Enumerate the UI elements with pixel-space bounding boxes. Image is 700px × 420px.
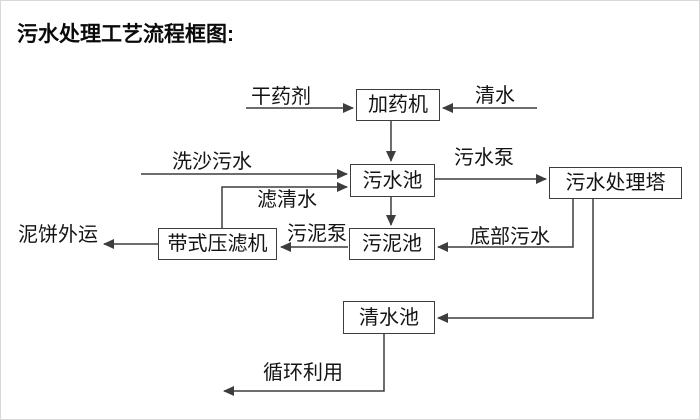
arrow-filtered-water-to-sewage-pool — [221, 182, 348, 228]
label-sewage-pump: 污水泵 — [454, 147, 514, 169]
label-sludge-pump: 污泥泵 — [287, 223, 347, 245]
label-bottom-sewage: 底部污水 — [470, 226, 550, 248]
node-belt-filter-press: 带式压滤机 — [158, 228, 277, 260]
label-sand-washing-sewage: 洗沙污水 — [172, 151, 252, 173]
diagram-title: 污水处理工艺流程框图: — [17, 23, 234, 46]
label-dry-agent: 干药剂 — [251, 86, 311, 108]
label-recycle-use: 循环利用 — [263, 362, 343, 384]
node-dosing-machine: 加药机 — [356, 89, 440, 121]
label-filtered-water: 滤清水 — [257, 189, 317, 211]
node-clear-water-pool: 清水池 — [343, 301, 435, 334]
label-mud-cake-out: 泥饼外运 — [18, 224, 98, 246]
node-treatment-tower: 污水处理塔 — [549, 167, 682, 199]
arrow-tower-to-clear-water-pool — [437, 199, 594, 323]
arrow-tower-to-sludge-pool — [437, 199, 574, 252]
node-sludge-pool: 污泥池 — [349, 228, 435, 260]
node-sewage-pool: 污水池 — [350, 164, 435, 197]
arrow-clear-water-pool-to-recycle — [223, 334, 385, 396]
label-clear-water: 清水 — [475, 85, 515, 107]
